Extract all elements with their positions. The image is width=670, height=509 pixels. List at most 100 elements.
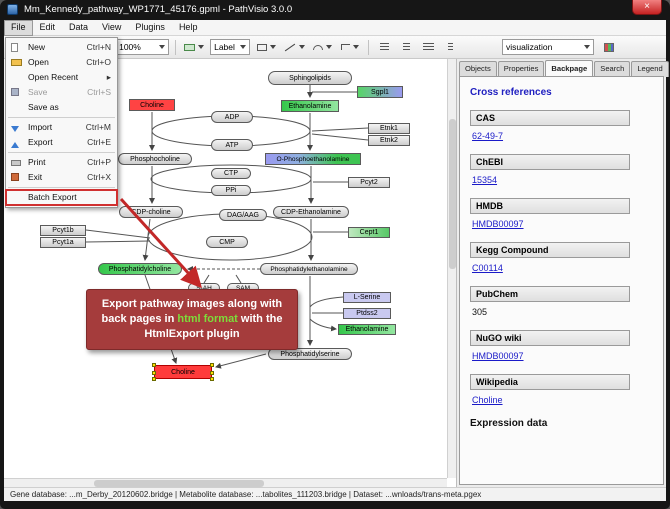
node-sphingolipids[interactable]: Sphingolipids [268, 71, 352, 85]
selection-handle[interactable] [210, 363, 214, 367]
menu-help[interactable]: Help [178, 22, 198, 32]
node-phosphatidylethanolamine[interactable]: Phosphatidylethanolamine [260, 263, 358, 275]
visualization-select[interactable]: visualization [502, 39, 594, 55]
tab-properties[interactable]: Properties [497, 61, 545, 77]
stack-button[interactable] [440, 39, 460, 56]
expression-data-heading: Expression data [470, 418, 548, 429]
arc-tool[interactable] [309, 39, 335, 56]
menu-view[interactable]: View [102, 22, 122, 32]
node-adp[interactable]: ADP [211, 111, 253, 123]
zoom-select[interactable]: 100% [115, 39, 170, 55]
node-phosphocholine[interactable]: Phosphocholine [118, 153, 192, 165]
vertical-scrollbar-thumb[interactable] [449, 119, 456, 269]
stack-icon [447, 43, 453, 51]
menu-bar: File Edit Data View Plugins Help [4, 20, 666, 36]
align-center-button[interactable] [396, 39, 416, 56]
menu-data[interactable]: Data [69, 22, 89, 32]
close-button[interactable]: × [632, 0, 662, 15]
node-cmp[interactable]: CMP [206, 236, 248, 248]
shape-tool[interactable] [253, 39, 279, 56]
node-sgpl1[interactable]: Sgpl1 [357, 86, 403, 98]
align-center-icon [402, 43, 410, 51]
node-o-phosphoethanolamine[interactable]: O-Phosphoethanolamine [265, 153, 361, 165]
visualization-settings-button[interactable] [599, 39, 619, 56]
xref-header: PubChem [470, 286, 630, 302]
node-ppi[interactable]: PPi [211, 185, 251, 196]
horizontal-scrollbar[interactable] [4, 478, 447, 487]
vertical-scrollbar[interactable] [447, 59, 456, 478]
selection-handle[interactable] [152, 371, 156, 375]
node-ctp[interactable]: CTP [211, 168, 251, 179]
node-l-serine[interactable]: L-Serine [343, 292, 391, 303]
save-icon [11, 88, 19, 96]
node-phosphatidylcholine[interactable]: Phosphatidylcholine [98, 263, 182, 275]
xref-link[interactable]: C00114 [472, 263, 503, 273]
visualization-value: visualization [506, 42, 553, 52]
node-ethanolamine-top[interactable]: Ethanolamine [281, 100, 339, 112]
xref-link[interactable]: Choline [472, 395, 503, 405]
xref-link[interactable]: 62-49-7 [472, 131, 504, 141]
node-etnk1[interactable]: Etnk1 [368, 123, 410, 134]
node-cdp-ethanolamine[interactable]: CDP-Ethanolamine [273, 206, 349, 218]
selection-handle[interactable] [210, 371, 214, 375]
horizontal-scrollbar-thumb[interactable] [94, 480, 264, 487]
xref-header: CAS [470, 110, 630, 126]
node-choline-selected[interactable]: Choline [152, 363, 214, 381]
xref-section-kegg: Kegg Compound C00114 [470, 242, 653, 273]
node-dag-aag[interactable]: DAG/AAG [219, 209, 267, 221]
tab-legend[interactable]: Legend [631, 61, 669, 77]
elbow-connector-icon [341, 44, 351, 50]
node-label: Choline [171, 368, 195, 376]
node-ptdss2[interactable]: Ptdss2 [343, 308, 391, 319]
backpage-panel: Cross references CAS 62-49-7 ChEBI 15354… [459, 76, 664, 485]
selection-handle[interactable] [210, 377, 214, 381]
node-phosphatidylserine[interactable]: Phosphatidylserine [268, 348, 352, 360]
distribute-button[interactable] [418, 39, 438, 56]
node-choline-top[interactable]: Choline [129, 99, 175, 111]
node-ethanolamine-bottom[interactable]: Ethanolamine [338, 324, 396, 335]
menu-item-batch-export[interactable]: Batch Export [5, 189, 118, 206]
menu-file[interactable]: File [4, 20, 33, 36]
node-etnk2[interactable]: Etnk2 [368, 135, 410, 146]
label-tool[interactable]: Label [210, 39, 251, 55]
node-cept1[interactable]: Cept1 [348, 227, 390, 238]
xref-link[interactable]: 15354 [472, 175, 498, 185]
connector-tool[interactable] [337, 39, 363, 56]
xref-link[interactable]: HMDB00097 [472, 351, 524, 361]
menu-separator [8, 152, 115, 153]
menu-item-open-recent[interactable]: Open Recent▸ [28, 72, 111, 82]
line-icon [284, 43, 295, 51]
app-icon [7, 4, 18, 15]
menu-item-save-as[interactable]: Save as [28, 102, 59, 112]
chevron-down-icon [269, 45, 276, 49]
node-pcyt1a[interactable]: Pcyt1a [40, 237, 86, 248]
node-atp[interactable]: ATP [211, 139, 253, 151]
gene-datanode-tool[interactable] [181, 39, 207, 56]
menu-separator [8, 187, 115, 188]
xref-link[interactable]: HMDB00097 [472, 219, 524, 229]
selection-handle[interactable] [152, 363, 156, 367]
menu-plugins[interactable]: Plugins [135, 22, 165, 32]
line-tool[interactable] [281, 39, 307, 56]
tab-search[interactable]: Search [594, 61, 631, 77]
tab-objects[interactable]: Objects [459, 61, 497, 77]
chevron-down-icon [240, 45, 247, 49]
align-left-button[interactable] [374, 39, 394, 56]
callout-text: Export pathway images along with back pa… [101, 298, 283, 325]
xref-section-pubchem: PubChem 305 [470, 286, 653, 317]
node-pcyt2[interactable]: Pcyt2 [348, 177, 390, 188]
node-cdp-choline[interactable]: CDP-choline [119, 206, 183, 218]
node-pcyt1b[interactable]: Pcyt1b [40, 225, 86, 236]
side-panel: Objects Properties Backpage Search Legen… [456, 59, 669, 487]
menu-edit[interactable]: Edit [39, 22, 56, 32]
selection-handle[interactable] [152, 377, 156, 381]
tab-backpage[interactable]: Backpage [545, 60, 594, 76]
xref-header: HMDB [470, 198, 630, 214]
